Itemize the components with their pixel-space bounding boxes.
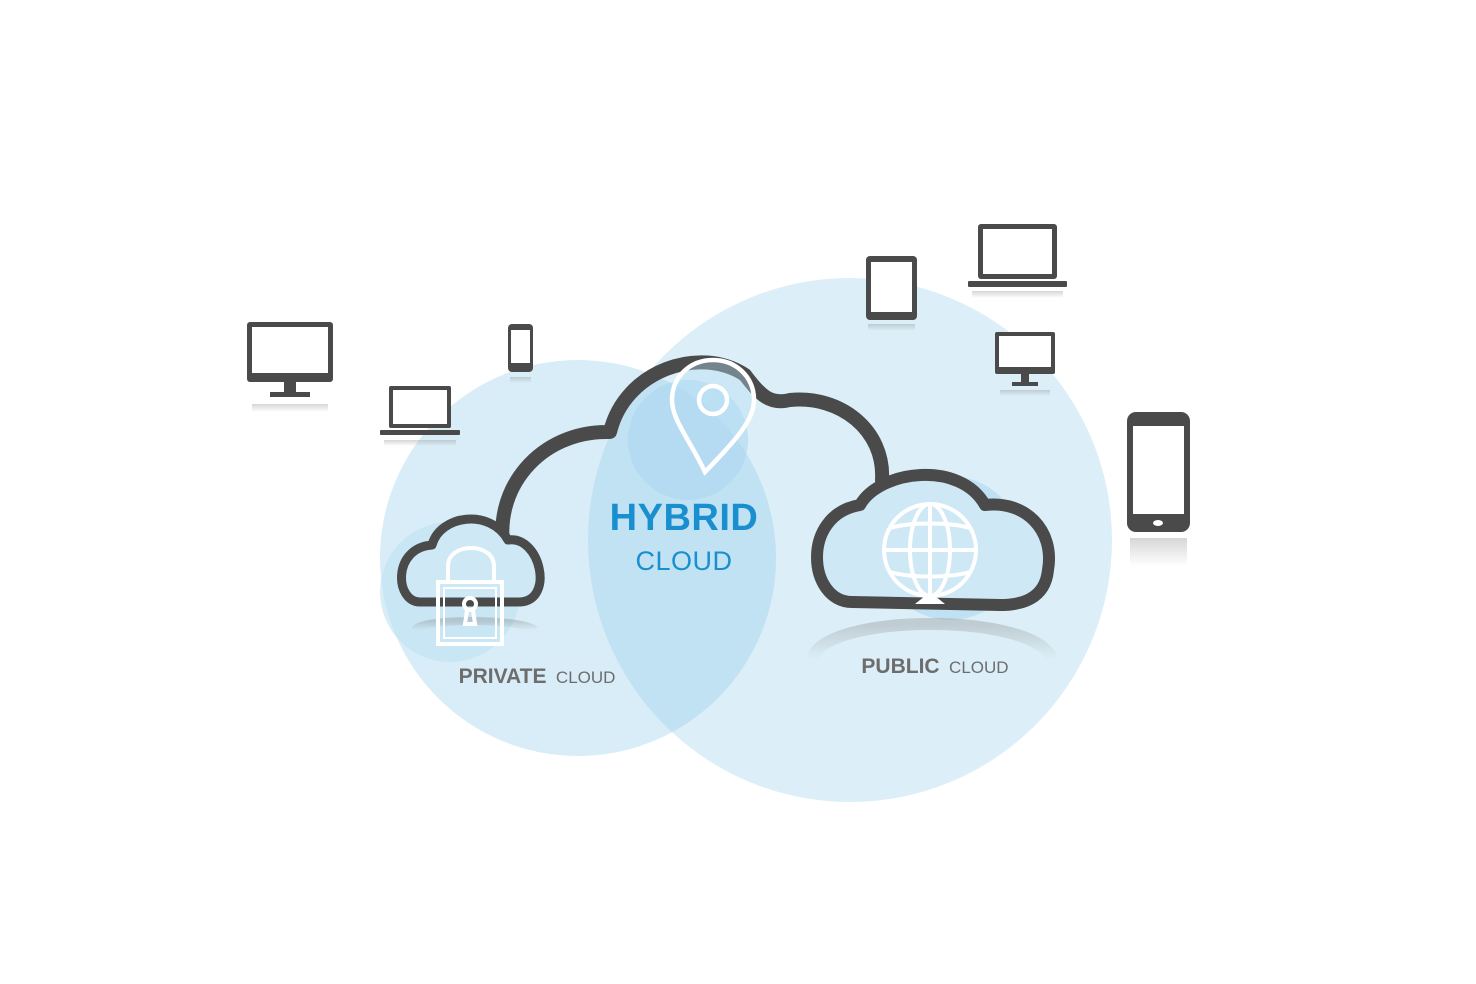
private-cloud-label: PRIVATE CLOUD bbox=[459, 665, 616, 688]
private-label-small: CLOUD bbox=[556, 668, 616, 687]
hybrid-subtitle: CLOUD bbox=[635, 546, 732, 576]
public-label-strong: PUBLIC bbox=[861, 655, 939, 678]
laptop-icon bbox=[968, 224, 1067, 298]
public-cloud bbox=[806, 469, 1058, 663]
desktop-monitor-icon bbox=[247, 322, 333, 412]
private-cloud bbox=[397, 514, 545, 646]
public-cloud-label: PUBLIC CLOUD bbox=[861, 655, 1008, 678]
smartphone-icon bbox=[508, 324, 533, 383]
hybrid-cloud-shape bbox=[495, 355, 890, 562]
lock-icon bbox=[436, 546, 504, 646]
globe-icon bbox=[882, 502, 978, 604]
tablet-icon bbox=[866, 256, 917, 331]
desktop-monitor-icon bbox=[995, 332, 1055, 396]
smartphone-icon bbox=[1127, 412, 1190, 566]
location-pin-icon bbox=[669, 357, 757, 476]
hybrid-title: HYBRID bbox=[610, 497, 759, 539]
laptop-icon bbox=[380, 386, 460, 446]
private-label-strong: PRIVATE bbox=[459, 665, 547, 688]
public-label-small: CLOUD bbox=[949, 658, 1009, 677]
